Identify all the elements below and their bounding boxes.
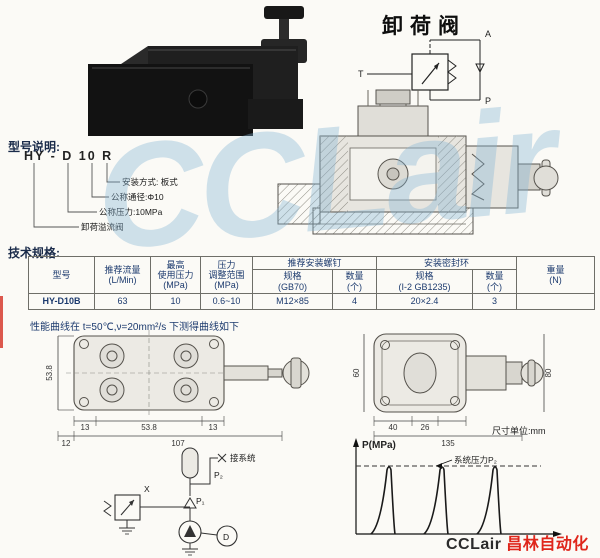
col-header-screws-qty: 数量 (个) [331,269,378,295]
pressure-spike-curve [370,466,396,535]
hydraulic-symbol-diagram: T A P [358,29,491,106]
p2-label: P₂ [214,470,223,480]
dim-seg-right: 13 [209,423,218,432]
port-p-label: P [485,96,491,106]
dimension-drawings: 53.8 13 53.8 13 12 107 60 80 [45,330,553,448]
sectional-drawing [277,89,559,235]
dim-right-outer-height: 80 [544,368,553,377]
col-header-model: 型号 [28,255,95,295]
pressure-spike-curve [476,466,502,535]
dim-left-height: 53.8 [45,365,54,381]
col-header-flow: 推荐流量 (L/Min) [94,255,151,295]
col-header-screws-spec: 规格 (GB70) [252,269,333,295]
model-note-pressure: 公称压力:10MPa [99,207,163,217]
dim-right-seg1: 40 [389,423,398,432]
cell-screws-spec: M12×85 [252,293,333,311]
dim-total: 107 [171,439,185,448]
cell-screws-qty: 4 [331,293,378,311]
chart-annotation: 系统压力P₂ [454,455,497,465]
dim-right-total: 135 [441,439,455,448]
col-header-seals-qty: 数量 (个) [472,269,518,295]
table-row: HY-D10B 63 10 0.6~10 M12×85 4 20×2.4 3 [28,293,596,311]
model-code-diagram: HY - D 10 R 安装方式: 板式 公称通径:Φ10 公称压力:10MPa… [24,149,178,232]
model-section-heading: 型号说明: [8,140,60,154]
cell-adjust-range: 0.6~10 [200,293,253,311]
knob-icon [264,6,304,19]
accumulator-icon [181,447,199,479]
chart-ylabel: P(MPa) [362,440,396,451]
dimension-unit-label: 尺寸单位:mm [492,425,546,436]
dim-seg-left: 13 [81,423,90,432]
model-code: HY - D 10 R [24,149,113,163]
page-title: 卸荷阀 [382,15,466,38]
col-header-seals-spec: 规格 (I-2 GB1235) [376,269,474,295]
system-label: 接系统 [230,453,256,463]
motor-label: D [223,532,229,542]
x-port-label: X [144,484,150,494]
cell-weight [516,293,596,311]
footer-company: 昌林自动化 [506,536,589,553]
dim-offset: 12 [62,439,71,448]
performance-note: 性能曲线在 t=50℃,ν=20mm²/s 下测得曲线如下 [30,322,240,333]
cell-flow: 63 [94,293,151,311]
cell-seals-spec: 20×2.4 [376,293,474,311]
dim-right-inner-height: 60 [352,368,361,377]
circuit-schematic: 接系统 P₂ X P₁ D [103,447,256,556]
cell-seals-qty: 3 [472,293,518,311]
col-header-adjust-range: 压力 调整范围 (MPa) [200,255,253,295]
p1-label: P₁ [196,496,205,506]
model-note-type: 卸荷溢流阀 [81,222,124,232]
specs-table: 型号 推荐流量 (L/Min) 最高 使用压力 (MPa) 压力 调整范围 (M… [28,255,596,311]
col-header-max-pressure: 最高 使用压力 (MPa) [150,255,201,295]
dim-right-seg2: 26 [421,423,430,432]
dim-seg-mid: 53.8 [141,423,157,432]
cell-max-pressure: 10 [150,293,201,311]
performance-chart: P(MPa) 系统压力P₂ [353,438,562,537]
model-note-diameter: 公称通径:Φ10 [111,192,164,202]
motor-icon [216,525,238,547]
col-header-screws-group: 推荐安装螺钉 [251,255,378,271]
col-header-weight: 重量 (N) [516,255,596,295]
port-t-label: T [358,69,364,79]
product-photo [88,6,307,136]
port-a-label: A [485,29,491,39]
model-note-mounting: 安装方式: 板式 [122,177,178,187]
pressure-spike-curve [423,466,449,535]
col-header-seals-group: 安装密封环 [376,255,518,271]
cell-model: HY-D10B [28,293,95,311]
red-edge-mark [0,296,3,348]
footer-brand-line: CCLair 昌林自动化 [446,530,589,554]
footer-brand: CCLair [446,536,502,553]
